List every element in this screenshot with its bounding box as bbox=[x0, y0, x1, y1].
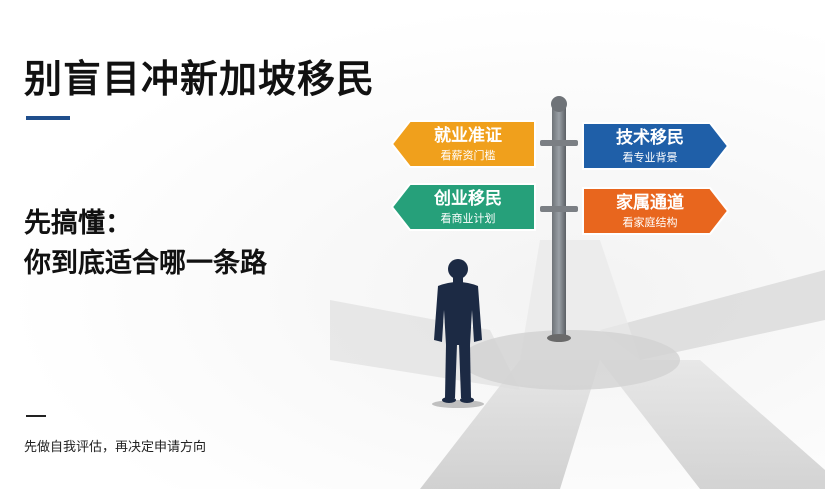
sign-skilled-migration: 技术移民 看专业背景 bbox=[582, 122, 730, 170]
signpost-base bbox=[547, 334, 571, 342]
crossroads-illustration: 就业准证 看薪资门槛 技术移民 看专业背景 创业移民 看商业计划 家属通道 看家… bbox=[330, 96, 825, 489]
road-junction bbox=[460, 330, 680, 390]
sign-entrepreneur: 创业移民 看商业计划 bbox=[390, 183, 536, 231]
sign-skilled-migration-sub: 看专业背景 bbox=[623, 150, 678, 164]
sign-family-sub: 看家庭结构 bbox=[623, 215, 678, 229]
road-bottom-left bbox=[420, 360, 600, 489]
sign-work-pass-label: 就业准证 bbox=[434, 125, 502, 146]
sign-skilled-migration-label: 技术移民 bbox=[616, 127, 684, 148]
title-accent-bar bbox=[26, 116, 70, 120]
slide-title: 别盲目冲新加坡移民 bbox=[24, 57, 376, 101]
road-bottom-right bbox=[600, 360, 825, 489]
subheading: 先搞懂： 你到底适合哪一条路 bbox=[24, 204, 267, 284]
sign-entrepreneur-sub: 看商业计划 bbox=[441, 211, 496, 225]
businessman-figure bbox=[432, 259, 484, 408]
sign-entrepreneur-label: 创业移民 bbox=[433, 188, 502, 209]
footnote-dash bbox=[26, 415, 46, 417]
road-back bbox=[520, 240, 640, 360]
subheading-line-2: 你到底适合哪一条路 bbox=[24, 248, 267, 279]
footnote: 先做自我评估，再决定申请方向 bbox=[24, 440, 207, 455]
sign-family-label: 家属通道 bbox=[616, 192, 684, 213]
roads bbox=[330, 240, 825, 489]
sign-family: 家属通道 看家庭结构 bbox=[582, 187, 730, 235]
signpost-pole bbox=[552, 104, 566, 340]
subheading-line-1: 先搞懂： bbox=[24, 208, 132, 239]
signpost-cap bbox=[551, 96, 567, 112]
sign-work-pass-sub: 看薪资门槛 bbox=[441, 148, 496, 162]
signpost bbox=[540, 96, 578, 342]
road-right bbox=[600, 270, 825, 360]
sign-work-pass: 就业准证 看薪资门槛 bbox=[390, 120, 536, 168]
